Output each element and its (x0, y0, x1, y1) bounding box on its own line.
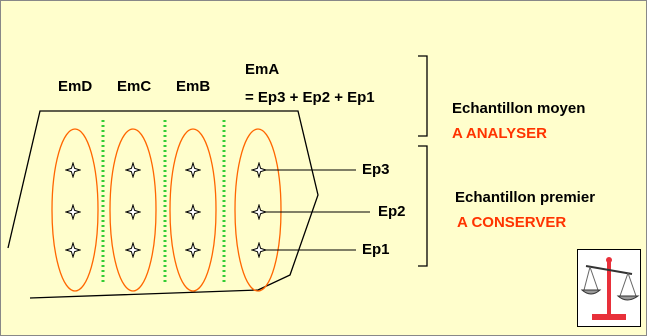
four-point-star-icon (65, 242, 81, 258)
four-point-star-icon (185, 162, 201, 178)
label-ema: EmA (245, 61, 280, 78)
balance-scale-graphic (580, 257, 640, 320)
balance-scale-icon (577, 249, 641, 327)
four-point-star-icon (65, 162, 81, 178)
heap-outline (7, 110, 319, 299)
sample-zone-emb (169, 128, 217, 292)
label-ep1: Ep1 (362, 241, 390, 258)
four-point-star-icon (125, 204, 141, 220)
ema-bracket (418, 55, 428, 137)
four-point-star-icon (65, 204, 81, 220)
label-emc: EmC (117, 78, 152, 95)
ema-formula: = Ep3 + Ep2 + Ep1 (245, 89, 375, 106)
label-ep2: Ep2 (378, 203, 406, 220)
average-sample-action: A ANALYSER (452, 125, 548, 142)
four-point-star-icon (251, 204, 267, 220)
four-point-star-icon (125, 242, 141, 258)
four-point-star-icon (185, 204, 201, 220)
four-point-star-icon (185, 242, 201, 258)
average-sample-title: Echantillon moyen (452, 100, 586, 117)
label-emb: EmB (176, 78, 211, 95)
four-point-star-icon (251, 162, 267, 178)
label-emd: EmD (58, 78, 93, 95)
label-ep3: Ep3 (362, 161, 390, 178)
first-sample-action: A CONSERVER (457, 214, 567, 231)
sample-zone-emc (109, 128, 157, 292)
ep-bracket (418, 145, 428, 267)
sample-zone-ema (234, 128, 282, 292)
first-sample-title: Echantillon premier (455, 189, 596, 206)
four-point-star-icon (251, 242, 267, 258)
four-point-star-icon (125, 162, 141, 178)
sample-zone-emd (51, 128, 99, 292)
